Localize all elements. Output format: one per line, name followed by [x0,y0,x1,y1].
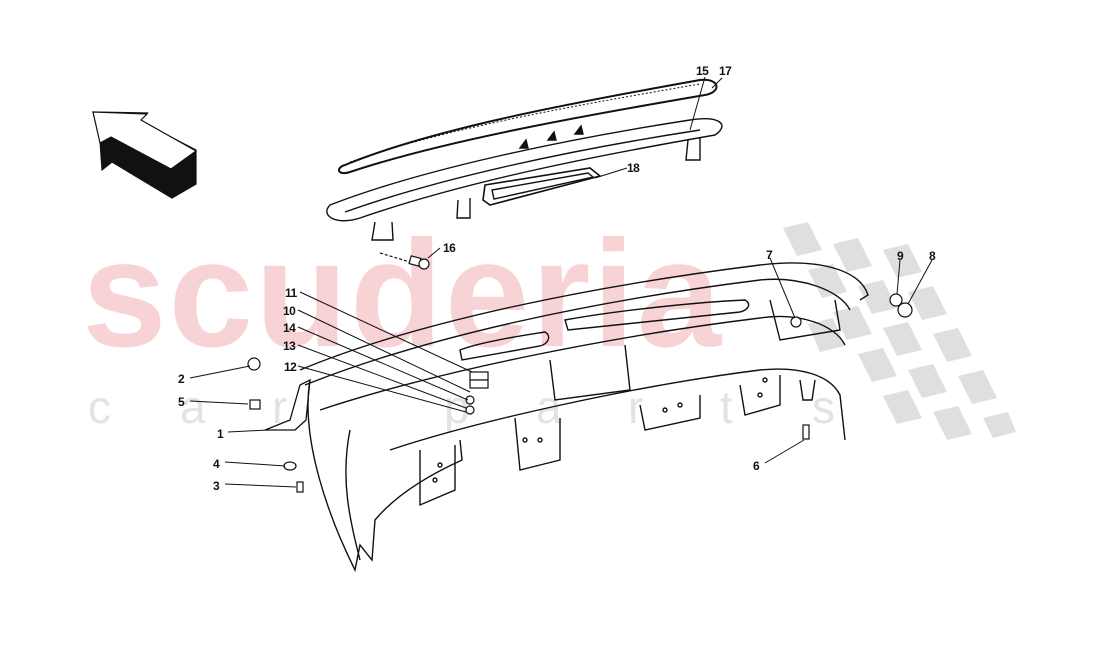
watermark-letter: t [720,381,733,433]
callout-2[interactable]: 2 [178,372,185,386]
callout-13[interactable]: 13 [283,339,296,353]
callout-16[interactable]: 16 [443,241,456,255]
callout-17[interactable]: 17 [719,64,732,78]
callout-18[interactable]: 18 [627,161,640,175]
callout-5[interactable]: 5 [178,395,185,409]
upper-trim-panel [326,78,723,241]
callout-15[interactable]: 15 [696,64,709,78]
checkered-flag-icon [783,222,1016,440]
watermark-brand: scuderia [82,209,724,379]
callout-3[interactable]: 3 [213,479,220,493]
callout-1[interactable]: 1 [217,427,224,441]
direction-arrow-icon [92,111,198,199]
watermark-letter: s [812,381,835,433]
dashboard-frame [299,262,869,573]
watermark-letter: r [272,381,288,433]
leader-lines [189,76,933,488]
watermark-letter: a [180,381,206,433]
callout-7[interactable]: 7 [766,248,773,262]
callout-14[interactable]: 14 [283,321,296,335]
callout-8[interactable]: 8 [929,249,936,263]
watermark-letter: c [88,381,111,433]
callout-9[interactable]: 9 [897,249,904,263]
bracket-1 [264,378,311,431]
callout-6[interactable]: 6 [753,459,760,473]
callout-11[interactable]: 11 [285,286,297,300]
hardware-parts [247,293,913,493]
screw-16 [379,252,430,270]
callout-10[interactable]: 10 [283,304,296,318]
callout-12[interactable]: 12 [284,360,297,374]
watermark-letter: r [628,381,644,433]
callout-4[interactable]: 4 [213,457,220,471]
